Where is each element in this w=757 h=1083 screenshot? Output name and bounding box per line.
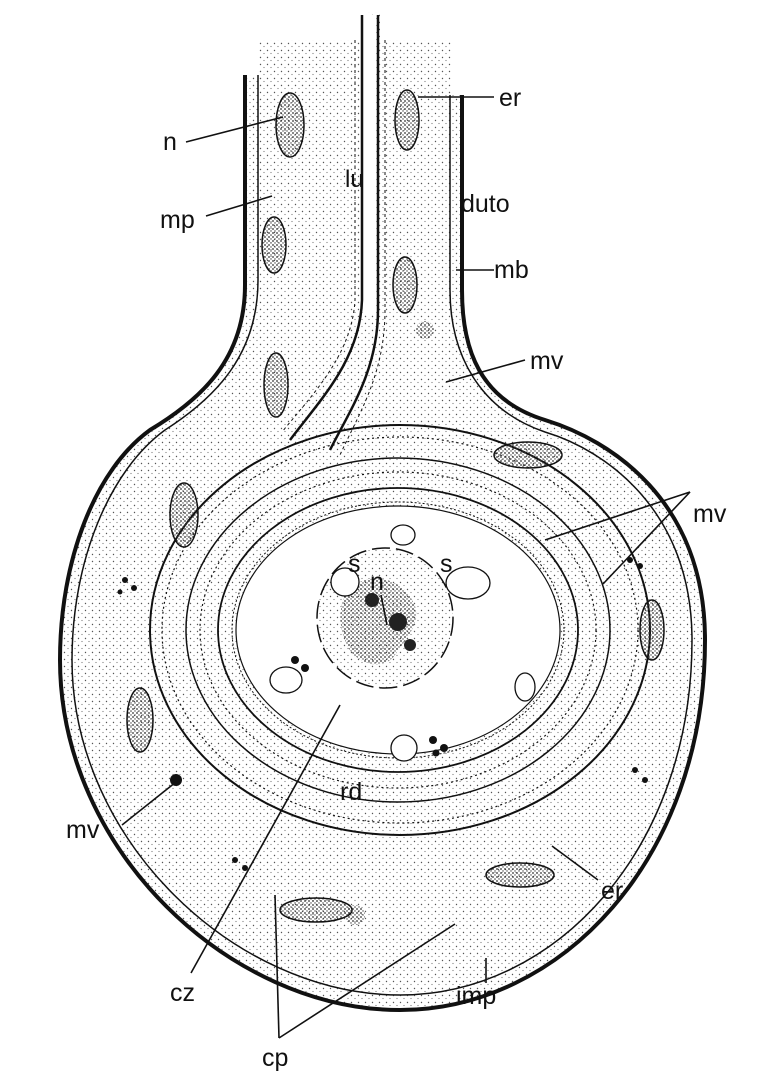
label-cp: cp bbox=[262, 1044, 288, 1072]
label-mv-right: mv bbox=[693, 500, 727, 528]
label-n-center: n bbox=[370, 568, 384, 596]
label-s-left: s bbox=[348, 550, 361, 578]
label-mp: mp bbox=[160, 206, 195, 234]
label-n-top: n bbox=[163, 128, 177, 156]
label-er-bottom: er bbox=[601, 877, 623, 905]
label-mb: mb bbox=[494, 256, 529, 284]
label-er-top: er bbox=[499, 84, 521, 112]
label-duto: duto bbox=[461, 190, 510, 218]
label-s-right: s bbox=[440, 550, 453, 578]
label-rd: rd bbox=[340, 778, 362, 806]
label-imp: imp bbox=[456, 982, 496, 1010]
label-mv-left: mv bbox=[66, 816, 100, 844]
label-lu: lu bbox=[345, 166, 364, 193]
label-cz: cz bbox=[170, 979, 195, 1007]
label-mv-upper: mv bbox=[530, 347, 564, 375]
